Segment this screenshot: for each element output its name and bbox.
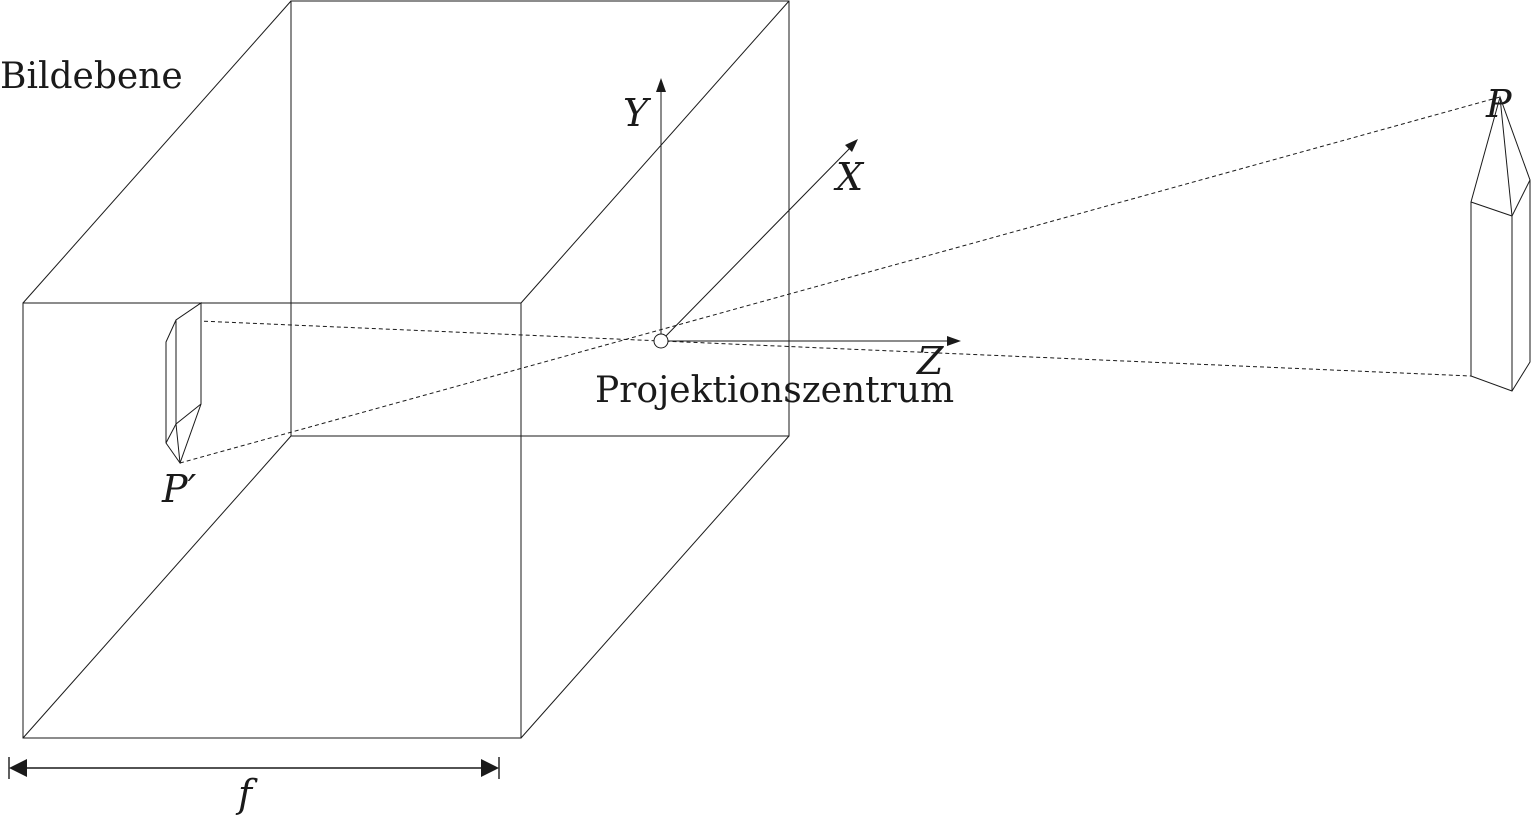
object-edge-front-top [1470,201,1513,217]
object-edge-tip [1499,96,1513,217]
image-point-label: P′ [161,467,197,511]
axis-y-label: Y [623,91,652,135]
ray-top [175,319,1472,377]
focal-left-arrowhead [9,759,27,777]
camera-box [22,0,790,739]
axis-x-line [660,145,853,342]
image-edge-tip [175,423,181,464]
projection-rays [175,96,1501,464]
projection-center-label: Projektionszentrum [595,370,954,411]
coordinate-axes [653,78,961,349]
ray-tip [179,96,1501,464]
projection-center-point [653,333,669,349]
axis-z-arrowhead [947,336,961,346]
object-point-label: P [1485,82,1513,126]
box-back-face [290,0,790,437]
object-outline [1470,95,1531,392]
box-edge-bottom-left [22,435,292,739]
axis-z-label: Z [916,339,944,383]
axis-x-arrowhead [845,139,858,152]
object-shape [1470,95,1531,392]
box-edge-top-right [520,0,790,304]
image-outline [165,302,202,465]
image-edge-2 [175,403,202,425]
image-plane-label: Bildebene [0,56,183,97]
image-plane-front-face [22,302,522,739]
box-edge-top-left [22,0,292,304]
axis-y-arrowhead [656,78,666,92]
image-edge-3 [165,423,177,444]
box-edge-bottom-right [520,435,790,739]
axis-x-label: X [833,155,865,199]
focal-length-dimension [8,757,500,779]
focal-right-arrowhead [481,759,499,777]
focal-length-label: f [235,772,258,816]
image-shape [165,302,202,465]
object-edge-front-side [1511,179,1531,217]
